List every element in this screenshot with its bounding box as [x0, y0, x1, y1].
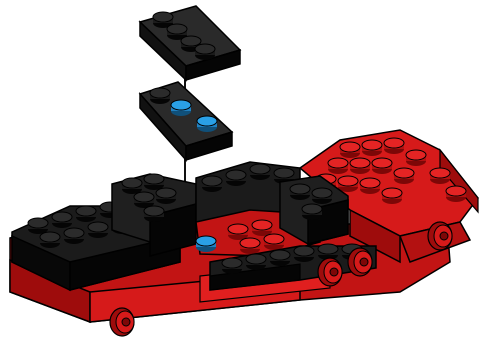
wheel-rear-left [110, 308, 134, 336]
plate-1x4-black-top [140, 6, 240, 80]
vehicle-chassis [10, 130, 478, 336]
wheel-middle [318, 258, 342, 286]
wheel-middle-2 [348, 248, 372, 276]
plate-1x4-black-with-highlighted-studs [140, 82, 232, 160]
highlighted-stud [197, 116, 217, 132]
wheel-front-right [428, 222, 452, 250]
highlighted-stud [196, 236, 216, 252]
